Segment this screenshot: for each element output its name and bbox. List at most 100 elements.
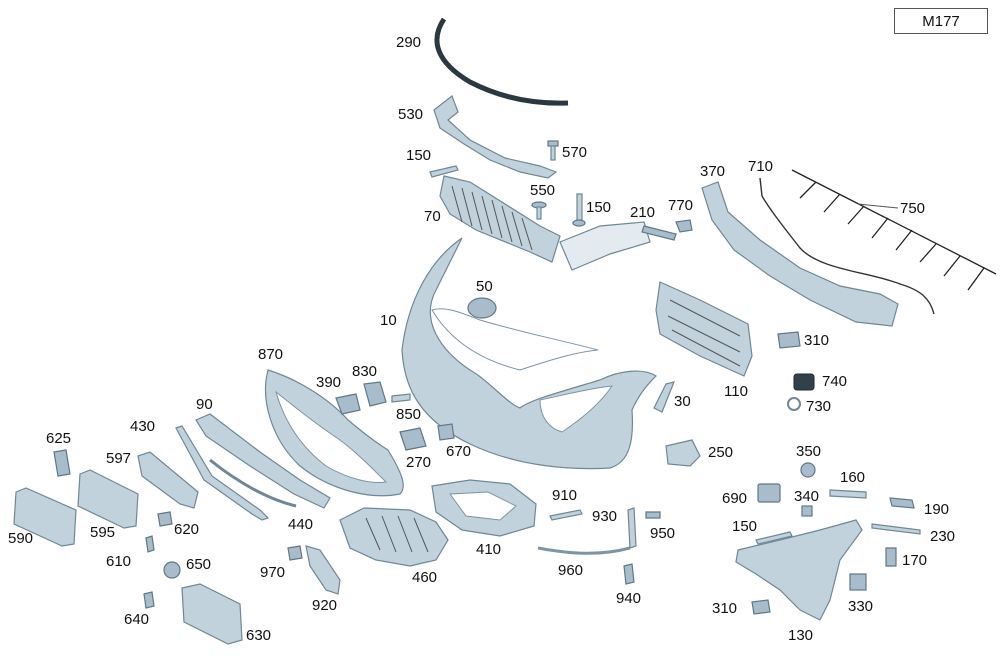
label-740: 740 xyxy=(822,373,847,390)
part-30-trim[interactable] xyxy=(653,381,675,413)
part-770-clip[interactable] xyxy=(675,219,693,233)
part-290-seal-strip[interactable] xyxy=(434,17,569,106)
part-70-grille-frame[interactable] xyxy=(439,175,561,263)
part-710-sensor-cable[interactable] xyxy=(759,177,935,315)
part-570-bolt[interactable] xyxy=(547,140,559,161)
part-597-bracket[interactable] xyxy=(137,451,199,509)
label-590: 590 xyxy=(8,530,33,547)
label-910: 910 xyxy=(552,487,577,504)
part-960-chrome-strip[interactable] xyxy=(537,546,631,555)
label-610: 610 xyxy=(106,553,131,570)
part-250-bracket[interactable] xyxy=(665,439,701,467)
trim-870-opening xyxy=(275,390,388,483)
label-410: 410 xyxy=(476,541,501,558)
label-930: 930 xyxy=(592,508,617,525)
label-430: 430 xyxy=(130,418,155,435)
label-630: 630 xyxy=(246,627,271,644)
label-710: 710 xyxy=(748,158,773,175)
label-310: 310 xyxy=(712,600,737,617)
part-850-bolt[interactable] xyxy=(391,393,411,403)
part-110-lower-grille[interactable] xyxy=(655,281,753,377)
part-350-sensor[interactable] xyxy=(800,462,816,478)
part-690-cover[interactable] xyxy=(757,483,781,503)
part-310-clip-lower[interactable] xyxy=(751,599,771,615)
part-370-energy-absorber[interactable] xyxy=(701,181,899,327)
bumper-lower-opening-right xyxy=(539,385,613,433)
part-150-rivet-lower[interactable] xyxy=(755,531,793,545)
part-230-strip[interactable] xyxy=(871,523,921,535)
label-640: 640 xyxy=(124,611,149,628)
part-620-clip[interactable] xyxy=(157,511,173,527)
part-310-clip-upper[interactable] xyxy=(777,331,801,349)
label-340: 340 xyxy=(794,488,819,505)
part-150-rivet-upper[interactable] xyxy=(429,165,459,178)
label-150: 150 xyxy=(586,199,611,216)
part-640-screw[interactable] xyxy=(143,591,155,609)
label-597: 597 xyxy=(106,450,131,467)
label-10: 10 xyxy=(380,312,397,329)
part-595-plate-bracket[interactable] xyxy=(77,469,139,529)
label-460: 460 xyxy=(412,569,437,586)
part-460-lower-intake[interactable] xyxy=(339,507,449,567)
intake-410-opening xyxy=(449,491,517,521)
label-940: 940 xyxy=(616,590,641,607)
part-930-strip[interactable] xyxy=(627,507,637,549)
label-270: 270 xyxy=(406,454,431,471)
label-870: 870 xyxy=(258,346,283,363)
part-150-clip[interactable] xyxy=(572,193,586,227)
part-10-bumper-cover[interactable] xyxy=(401,237,657,470)
part-430-trim-strip[interactable] xyxy=(175,425,270,521)
label-920: 920 xyxy=(312,597,337,614)
label-595: 595 xyxy=(90,524,115,541)
label-625: 625 xyxy=(46,430,71,447)
part-50-emblem[interactable] xyxy=(467,297,497,319)
part-390-bracket[interactable] xyxy=(335,393,361,415)
label-210: 210 xyxy=(630,204,655,221)
part-920-side-strip[interactable] xyxy=(305,545,341,595)
label-960: 960 xyxy=(558,562,583,579)
part-870-grille-trim[interactable] xyxy=(264,369,404,497)
part-950-clip[interactable] xyxy=(645,511,661,519)
label-50: 50 xyxy=(476,278,493,295)
part-bracket-center[interactable] xyxy=(559,221,651,271)
part-190-clip[interactable] xyxy=(889,497,915,509)
part-940-screw[interactable] xyxy=(623,563,635,585)
label-570: 570 xyxy=(562,144,587,161)
part-670-clip[interactable] xyxy=(437,423,455,441)
part-130-side-bracket[interactable] xyxy=(735,519,863,621)
label-620: 620 xyxy=(174,521,199,538)
part-170-screw[interactable] xyxy=(885,547,897,567)
part-970-clip[interactable] xyxy=(287,545,303,561)
part-830-bracket[interactable] xyxy=(363,381,387,407)
part-330-pad[interactable] xyxy=(849,573,867,591)
label-110: 110 xyxy=(724,383,748,400)
part-740-sensor[interactable] xyxy=(793,373,815,391)
label-90: 90 xyxy=(196,396,213,413)
part-210-bracket[interactable] xyxy=(641,225,677,241)
part-730-ring[interactable] xyxy=(787,397,801,411)
part-630-tow-bracket[interactable] xyxy=(181,583,243,645)
part-750-sensor-mount[interactable] xyxy=(791,169,997,291)
part-590-license-plate[interactable] xyxy=(13,487,77,547)
part-610-screw[interactable] xyxy=(145,535,155,553)
label-350: 350 xyxy=(796,443,821,460)
part-530-upper-bracket[interactable] xyxy=(433,95,558,179)
label-950: 950 xyxy=(650,525,675,542)
label-230: 230 xyxy=(930,528,955,545)
part-90-trim-strip[interactable] xyxy=(195,413,331,509)
label-160: 160 xyxy=(840,469,865,486)
part-650-nut[interactable] xyxy=(163,561,181,579)
part-625-plate[interactable] xyxy=(53,449,71,477)
label-70: 70 xyxy=(424,208,441,225)
part-340-pad[interactable] xyxy=(801,505,813,517)
part-550-screw[interactable] xyxy=(531,201,547,220)
label-390: 390 xyxy=(316,374,341,391)
part-160-bracket[interactable] xyxy=(829,489,867,499)
label-670: 670 xyxy=(446,443,471,460)
part-440-chrome-strip[interactable] xyxy=(209,458,297,508)
part-910-bolt[interactable] xyxy=(549,509,583,521)
leader-750 xyxy=(857,203,899,209)
label-650: 650 xyxy=(186,556,211,573)
part-270-bracket[interactable] xyxy=(399,427,427,451)
